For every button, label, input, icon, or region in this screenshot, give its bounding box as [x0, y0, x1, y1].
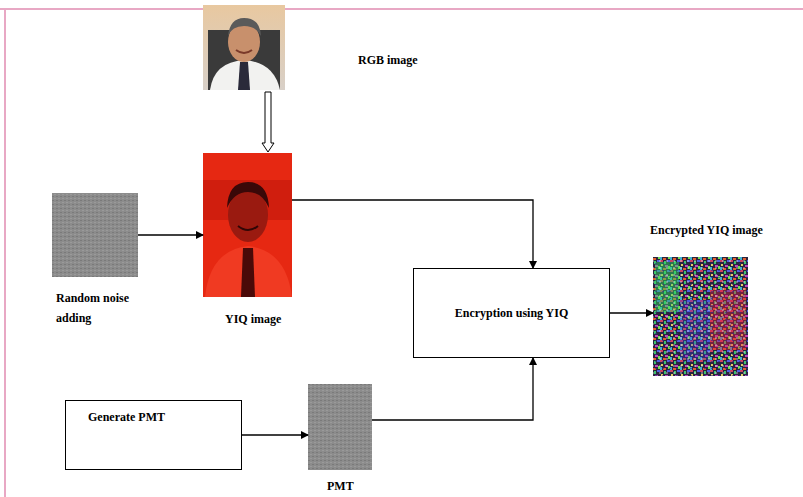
noise-image: Random noise adding	[52, 193, 138, 277]
node-label: Generate PMT	[88, 407, 165, 427]
node-label: RGB image	[358, 50, 418, 70]
pmt-image: PMT	[308, 384, 372, 470]
encrypted-image: Encrypted YIQ image	[653, 257, 748, 376]
process-box: Encryption using YIQ	[413, 268, 610, 358]
arrow-connector	[242, 434, 308, 435]
node-label: Encryption using YIQ	[455, 303, 569, 323]
arrow-connector	[138, 234, 203, 235]
arrow-connector	[372, 358, 533, 420]
node-label: Encrypted YIQ image	[650, 220, 763, 240]
arrow-connector	[292, 200, 533, 268]
arrow-connector	[262, 92, 274, 152]
node-label: YIQ image	[225, 309, 281, 329]
node-label: Random noise adding	[56, 288, 151, 328]
node-label: PMT	[327, 476, 354, 496]
rgb-image: RGB image	[203, 5, 285, 90]
process-box: Generate PMT	[65, 400, 242, 470]
arrow-connector	[610, 312, 653, 313]
yiq-image: YIQ image	[203, 153, 292, 297]
